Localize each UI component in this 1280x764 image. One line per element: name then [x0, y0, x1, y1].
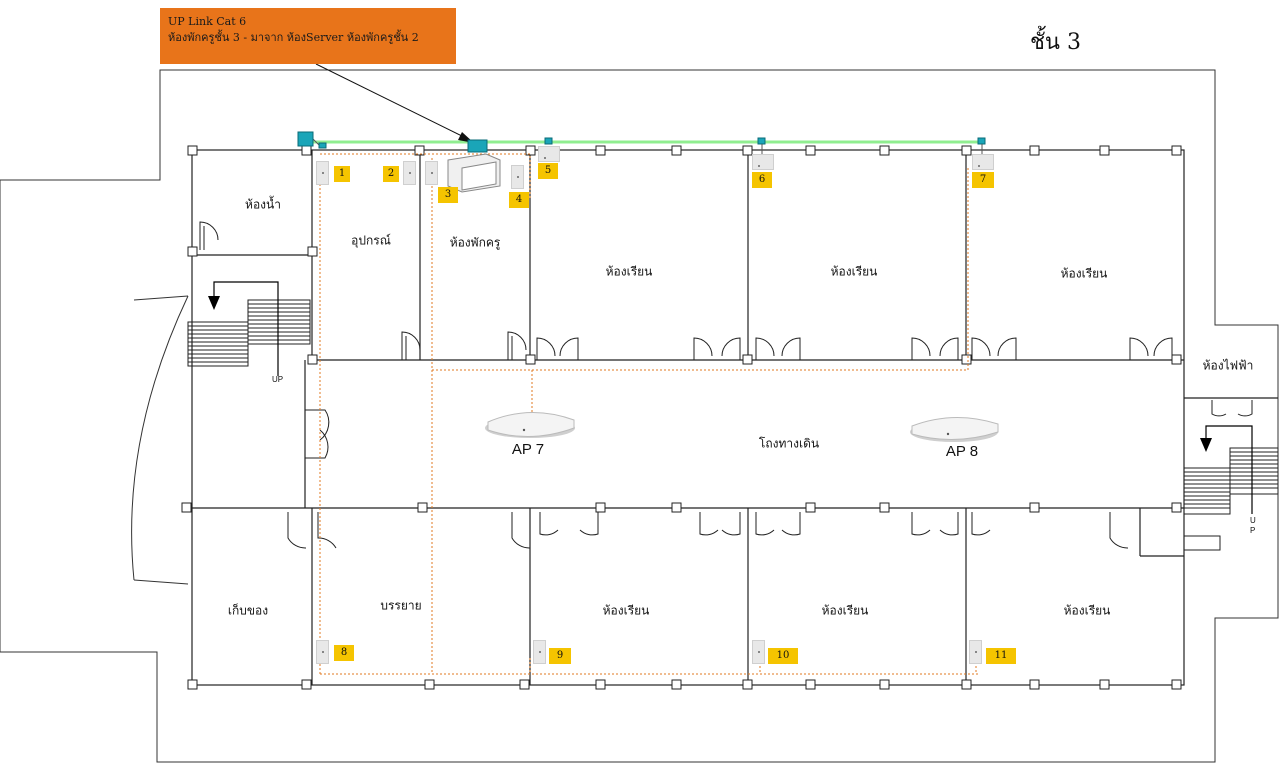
- floor-title: ชั้น 3: [1030, 30, 1081, 55]
- stair-up-left-label: UP: [272, 375, 284, 384]
- port-label-9: 9: [549, 648, 571, 664]
- stair-up-right-label: U P: [1250, 516, 1256, 535]
- data-outlet-2: [403, 161, 416, 185]
- data-outlet-5: [538, 146, 560, 162]
- data-outlet-9: [533, 640, 546, 664]
- room-lecture: บรรยาย: [380, 598, 422, 613]
- callout-pointer: [315, 63, 471, 141]
- port-label-3: 3: [438, 187, 458, 203]
- room-classroom-top-3: ห้องเรียน: [1060, 266, 1108, 281]
- room-restroom: ห้องน้ำ: [245, 197, 281, 212]
- room-classroom-top-2: ห้องเรียน: [830, 264, 878, 279]
- data-outlet-6: [752, 154, 774, 170]
- stairs-left: [187, 299, 311, 367]
- data-outlet-4: [511, 165, 524, 189]
- room-classroom-bottom-1: ห้องเรียน: [602, 603, 650, 618]
- room-teacher-lounge: ห้องพักครู: [449, 235, 501, 250]
- stair-arrow-right: [1205, 425, 1253, 514]
- port-label-7: 7: [972, 172, 994, 188]
- stair-arrow-left: [213, 281, 279, 376]
- data-outlet-3: [425, 161, 438, 185]
- columns: [181, 145, 1182, 690]
- data-outlet-11: [969, 640, 982, 664]
- room-electric: ห้องไฟฟ้า: [1202, 358, 1254, 373]
- doors: [199, 221, 1253, 551]
- data-outlet-10: [752, 640, 765, 664]
- room-classroom-bottom-3: ห้องเรียน: [1063, 603, 1111, 618]
- ap-7-device: [485, 412, 575, 438]
- data-outlet-8: [316, 640, 329, 664]
- data-outlet-7: [972, 154, 994, 170]
- uplink-callout: UP Link Cat 6 ห้องพักครูชั้น 3 - มาจาก ห…: [160, 8, 456, 64]
- network-rack: [447, 153, 501, 193]
- port-label-10: 10: [768, 648, 798, 664]
- room-equipment: อุปกรณ์: [351, 233, 391, 248]
- port-label-1: 1: [334, 166, 350, 182]
- network-switches: [297, 131, 986, 156]
- walls: [191, 149, 1278, 686]
- cabling: [319, 148, 980, 675]
- callout-line-2: ห้องพักครูชั้น 3 - มาจาก ห้องServer ห้อง…: [168, 31, 419, 44]
- curved-wall: [131, 295, 189, 581]
- room-classroom-top-1: ห้องเรียน: [605, 264, 653, 279]
- stairs-right: [1183, 447, 1279, 515]
- port-label-8: 8: [334, 645, 354, 661]
- port-label-11: 11: [986, 648, 1016, 664]
- room-classroom-bottom-2: ห้องเรียน: [821, 603, 869, 618]
- port-label-4: 4: [509, 192, 529, 208]
- port-label-2: 2: [383, 166, 399, 182]
- data-outlet-1: [316, 161, 329, 185]
- ap-8-device: [910, 417, 999, 442]
- room-corridor: โถงทางเดิน: [758, 436, 820, 451]
- port-label-5: 5: [538, 163, 558, 179]
- room-storage: เก็บของ: [227, 603, 269, 618]
- ap-8-label: AP 8: [945, 443, 979, 460]
- port-label-6: 6: [752, 172, 772, 188]
- callout-line-1: UP Link Cat 6: [168, 15, 247, 28]
- ap-7-label: AP 7: [511, 441, 545, 458]
- building-outline: [0, 69, 1279, 763]
